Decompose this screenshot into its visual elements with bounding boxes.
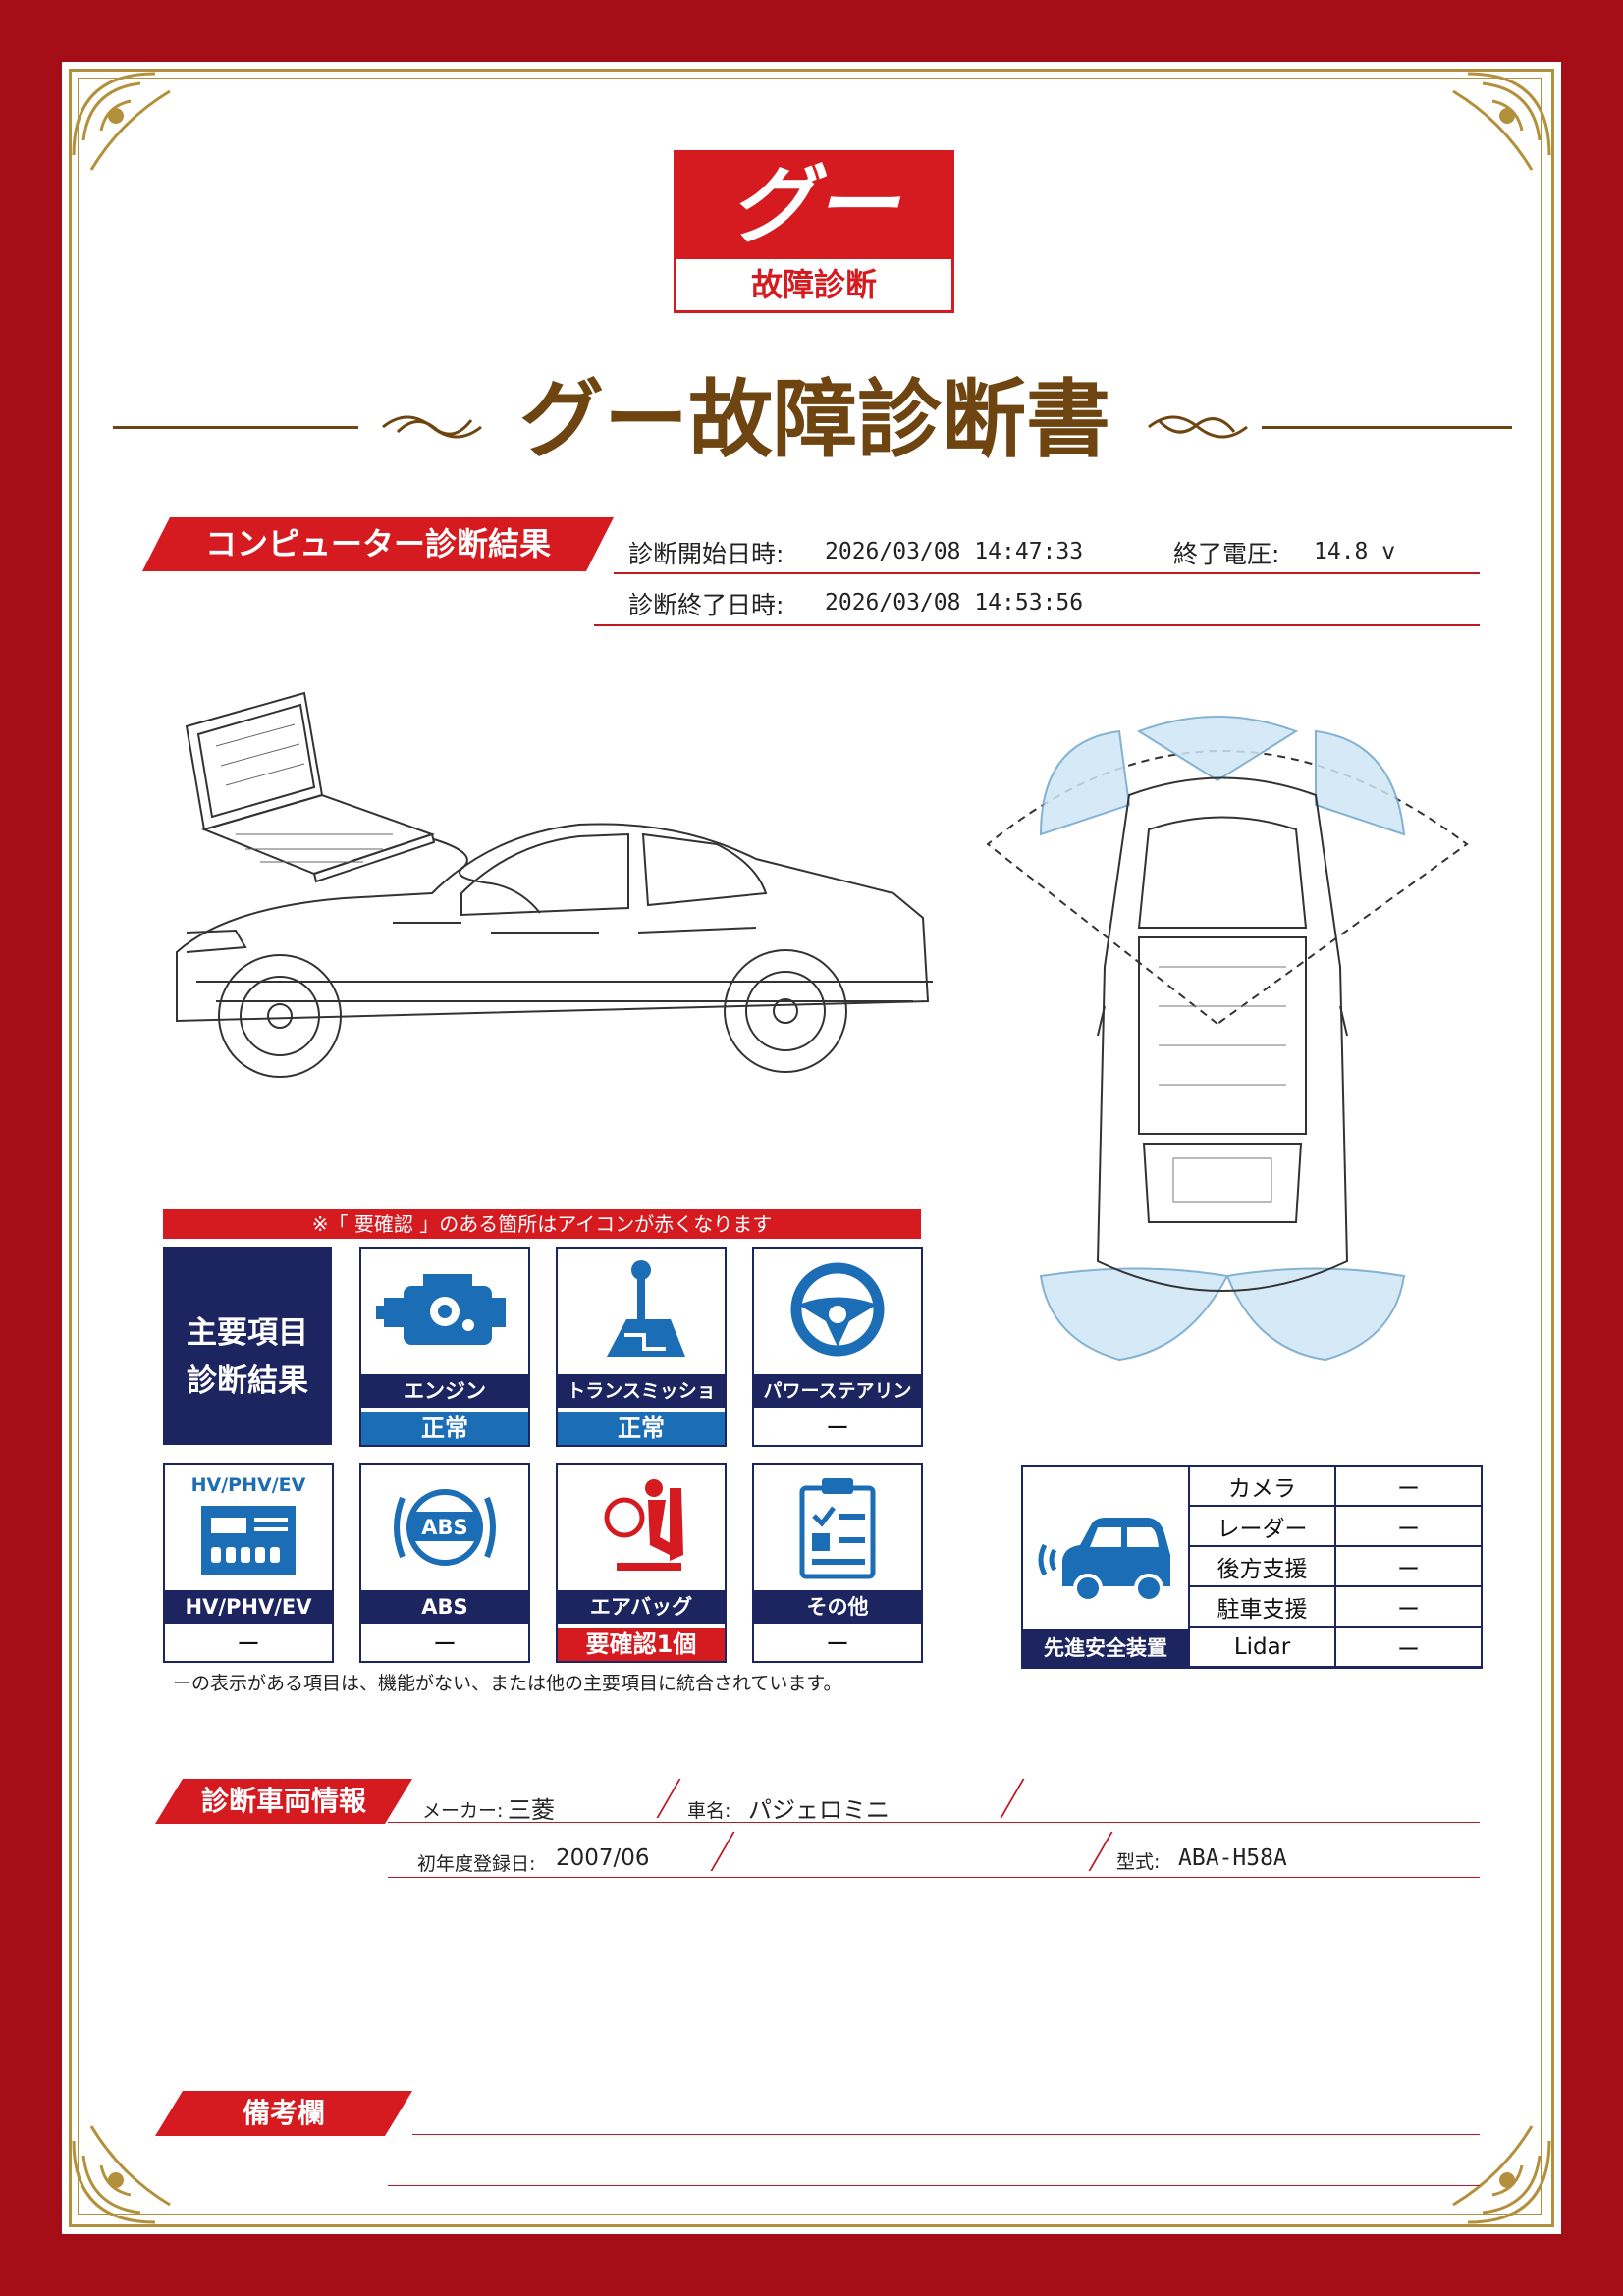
end-voltage-value: 14.8 v [1314, 539, 1396, 564]
airbag-label: エアバッグ [558, 1590, 725, 1624]
safety-row: 駐車支援 ー [1188, 1585, 1483, 1628]
airbag-tile: エアバッグ 要確認1個 [556, 1463, 727, 1663]
first-registration-label: 初年度登録日: [417, 1853, 536, 1875]
gold-frame-outer [69, 69, 1554, 2227]
title-rule-right [1262, 426, 1512, 429]
airbag-result: 要確認1個 [558, 1628, 725, 1661]
remarks-underline-2 [388, 2185, 1480, 2186]
engine-label: エンジン [361, 1374, 528, 1408]
gold-frame-inner [78, 78, 1542, 2215]
power-steering-label: パワーステアリング [754, 1374, 921, 1435]
document-title: グー故障診断書 [519, 371, 1110, 469]
title-flourish-left [378, 402, 486, 452]
car-name-label: 車名: [687, 1800, 731, 1822]
car-side-illustration [176, 691, 933, 1078]
engine-tile: エンジン 正常 [359, 1247, 530, 1447]
safety-item-value: ー [1334, 1465, 1483, 1507]
transmission-icon [607, 1260, 685, 1357]
goo-logo-caption: 故障診断 [750, 266, 877, 303]
safety-row: 後方支援 ー [1188, 1545, 1483, 1587]
engine-icon [376, 1274, 506, 1345]
main-items-header-line1: 主要項目 [187, 1315, 308, 1351]
safety-item-name: カメラ [1188, 1465, 1336, 1507]
transmission-tile: トランスミッション 正常 [556, 1247, 727, 1447]
start-time-underline [614, 572, 1480, 574]
transmission-result: 正常 [558, 1412, 725, 1445]
end-time-underline [594, 624, 1480, 626]
power-steering-result: ー [826, 1415, 849, 1442]
other-tile: その他 ー [752, 1463, 923, 1663]
safety-item-name: Lidar [1188, 1626, 1336, 1668]
abs-badge-text: ABS [421, 1516, 468, 1539]
clipboard-icon [799, 1478, 876, 1579]
goo-logo-mark: グー [676, 153, 951, 259]
car-sensor-icon [1038, 1518, 1170, 1603]
hv-tile: HV/PHV/EV HV/PHV/EV ー [163, 1463, 334, 1663]
maker-label: メーカー: [422, 1800, 504, 1822]
vehicle-row1-underline [388, 1822, 1480, 1823]
hv-label: HV/PHV/EV [165, 1590, 332, 1624]
advanced-safety-table: カメラ ー レーダー ー 後方支援 ー 駐車支援 ー Lidar ー [1188, 1465, 1483, 1668]
safety-row: Lidar ー [1188, 1626, 1483, 1668]
notice-bar: ※「 要確認 」のある箇所はアイコンが赤くなります [163, 1209, 921, 1239]
maker-value: 三菱 [508, 1796, 555, 1824]
hv-phv-ev-icon [201, 1506, 296, 1575]
first-registration-value: 2007/06 [556, 1845, 650, 1871]
start-time-value: 2026/03/08 14:47:33 [825, 539, 1084, 564]
abs-tile: ABS ABS ー [359, 1463, 530, 1663]
vehicle-info-heading: 診断車両情報 [155, 1779, 412, 1824]
safety-row: カメラ ー [1188, 1465, 1483, 1507]
abs-result: ー [433, 1630, 457, 1658]
start-time-label: 診断開始日時: [628, 540, 784, 568]
other-result: ー [826, 1630, 849, 1658]
model-code-label: 型式: [1116, 1851, 1161, 1873]
safety-item-name: 駐車支援 [1188, 1585, 1336, 1628]
power-steering-tile: パワーステアリング ー [752, 1247, 923, 1447]
main-items-header-line2: 診断結果 [187, 1363, 308, 1399]
remarks-heading: 備考欄 [155, 2091, 412, 2136]
model-code-value: ABA-H58A [1178, 1845, 1287, 1871]
other-label: その他 [754, 1590, 921, 1624]
safety-item-name: 後方支援 [1188, 1545, 1336, 1587]
vehicle-row2-underline [388, 1877, 1480, 1878]
end-time-label: 診断終了日時: [628, 591, 784, 619]
safety-item-value: ー [1334, 1545, 1483, 1587]
safety-item-value: ー [1334, 1585, 1483, 1628]
end-time-value: 2026/03/08 14:53:56 [825, 590, 1084, 615]
car-top-view-illustration [986, 716, 1469, 1362]
title-rule-left [113, 426, 358, 429]
safety-item-value: ー [1334, 1626, 1483, 1668]
hv-result: ー [237, 1630, 260, 1658]
safety-row: レーダー ー [1188, 1505, 1483, 1547]
safety-item-name: レーダー [1188, 1505, 1336, 1547]
engine-result: 正常 [361, 1412, 528, 1445]
corner-ornaments [72, 72, 1551, 2224]
computer-diagnosis-heading: コンピューター診断結果 [142, 517, 614, 571]
safety-item-value: ー [1334, 1505, 1483, 1547]
abs-icon [394, 1489, 496, 1566]
certificate-page [62, 62, 1561, 2234]
end-voltage-label: 終了電圧: [1173, 540, 1280, 568]
advanced-safety-caption: 先進安全装置 [1023, 1629, 1188, 1667]
steering-wheel-icon [790, 1262, 885, 1357]
goo-logo: グー 故障診断 [674, 150, 954, 313]
title-flourish-right [1144, 402, 1252, 452]
hv-badge-text: HV/PHV/EV [190, 1474, 306, 1496]
advanced-safety-panel: 先進安全装置 カメラ ー レーダー ー 後方支援 ー 駐車支援 ー Lidar … [1021, 1465, 1483, 1669]
abs-label: ABS [361, 1590, 528, 1624]
dash-footnote: ーの表示がある項目は、機能がない、または他の主要項目に統合されています。 [173, 1673, 842, 1694]
main-items-header: 主要項目 診断結果 [163, 1247, 332, 1445]
airbag-icon [604, 1479, 683, 1571]
car-name-value: パジェロミニ [748, 1796, 890, 1824]
remarks-underline-1 [412, 2134, 1480, 2135]
transmission-label: トランスミッション [558, 1374, 725, 1435]
